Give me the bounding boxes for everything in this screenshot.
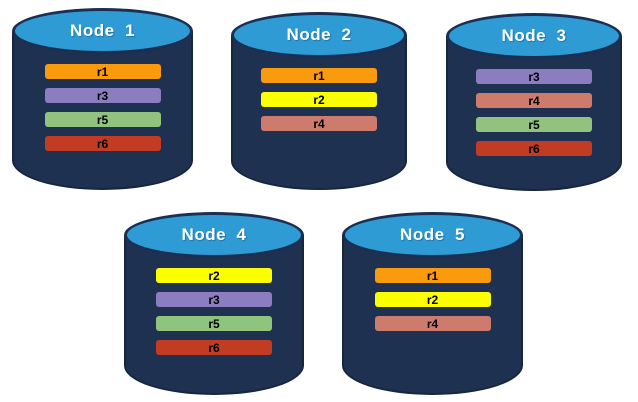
node-2-cylinder-body: [231, 35, 407, 190]
node-5-replica-list: r1 r2 r4: [342, 268, 523, 331]
node-5-cylinder-top: Node 5: [342, 212, 523, 258]
node-1-title: Node 1: [70, 21, 135, 40]
node-5-replica-r4: r4: [374, 316, 491, 331]
node-4-cylinder-body: [124, 235, 304, 395]
node-5-cylinder-body: [342, 235, 523, 395]
node-3-replica-r3: r3: [476, 69, 592, 84]
node-3-title: Node 3: [501, 26, 567, 45]
node-2-cylinder-top: Node 2: [231, 12, 407, 58]
node-3-replica-r5: r5: [476, 117, 592, 132]
node-1-replica-r3: r3: [44, 88, 161, 103]
node-2-replica-r4: r4: [261, 116, 377, 131]
node-1-replica-r6: r6: [44, 136, 161, 151]
node-3-replica-r6: r6: [476, 141, 592, 156]
node-3-replica-list: r3 r4 r5 r6: [446, 69, 622, 156]
node-3-cylinder: Node 3 r3 r4 r5 r6: [446, 13, 622, 191]
node-4-replica-r2: r2: [156, 268, 272, 283]
node-2-title: Node 2: [286, 25, 352, 44]
node-5-replica-r2: r2: [374, 292, 491, 307]
node-4-replica-r3: r3: [156, 292, 272, 307]
node-2-cylinder: Node 2 r1 r2 r4: [231, 12, 407, 190]
node-1-cylinder: Node 1 r1 r3 r5 r6: [12, 8, 193, 190]
node-2-replica-r1: r1: [261, 68, 377, 83]
node-3-replica-r4: r4: [476, 93, 592, 108]
node-2-replica-r2: r2: [261, 92, 377, 107]
node-4-replica-r5: r5: [156, 316, 272, 331]
node-4-replica-r6: r6: [156, 340, 272, 355]
node-4-title: Node 4: [181, 225, 247, 244]
node-4-replica-list: r2 r3 r5 r6: [124, 268, 304, 355]
node-5-title: Node 5: [400, 225, 465, 244]
node-2-replica-list: r1 r2 r4: [231, 68, 407, 131]
node-3-cylinder-top: Node 3: [446, 13, 622, 59]
node-5-cylinder: Node 5 r1 r2 r4: [342, 212, 523, 395]
node-4-cylinder-top: Node 4: [124, 212, 304, 258]
node-5-replica-r1: r1: [374, 268, 491, 283]
node-3-cylinder-body: [446, 36, 622, 191]
node-1-replica-r1: r1: [44, 64, 161, 79]
node-4-cylinder: Node 4 r2 r3 r5 r6: [124, 212, 304, 395]
node-1-cylinder-top: Node 1: [12, 8, 193, 54]
node-1-replica-r5: r5: [44, 112, 161, 127]
node-1-replica-list: r1 r3 r5 r6: [12, 64, 193, 151]
